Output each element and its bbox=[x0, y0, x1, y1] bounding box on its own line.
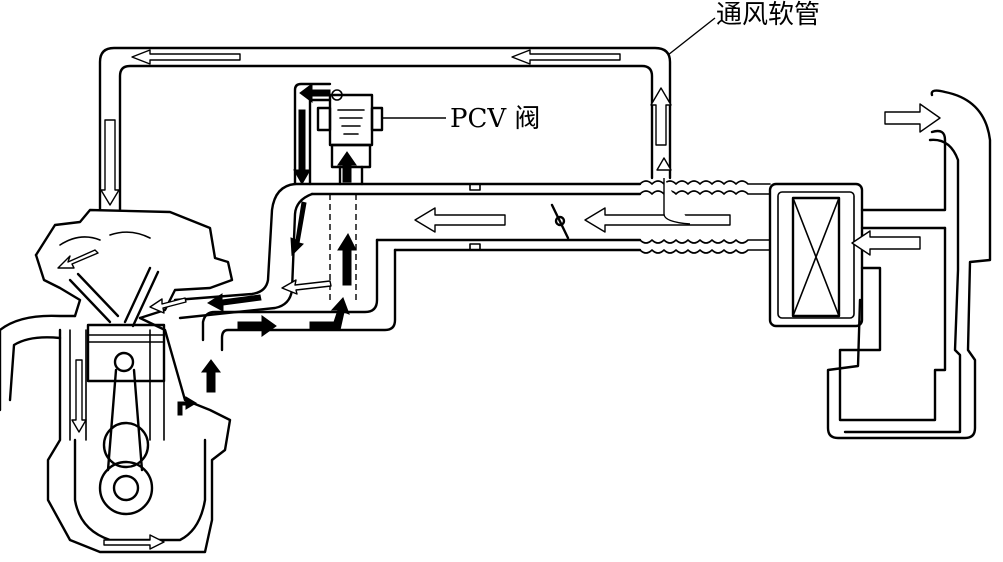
intake-manifold bbox=[173, 182, 642, 352]
fresh-air-arrow bbox=[650, 87, 672, 146]
blowby-arrow bbox=[237, 315, 277, 337]
blowby-arrow bbox=[299, 83, 331, 103]
fresh-air-arrow bbox=[851, 230, 921, 256]
blowby-arrow bbox=[309, 297, 350, 331]
air-cleaner bbox=[768, 129, 947, 422]
blowby-arrow bbox=[177, 396, 197, 416]
fresh-air-arrow bbox=[656, 157, 672, 171]
throttle-valve bbox=[550, 203, 570, 240]
fresh-air-arrow bbox=[511, 49, 621, 65]
cylinder-head bbox=[34, 208, 234, 328]
breather-hose bbox=[98, 46, 672, 212]
fresh-air-arrow bbox=[884, 103, 941, 133]
breather-hose-label: 通风软管 bbox=[716, 0, 821, 30]
pcv-valve bbox=[293, 82, 384, 186]
corrugated-boot bbox=[639, 180, 771, 254]
fresh-air-arrow bbox=[131, 49, 241, 65]
blowby-arrow bbox=[337, 232, 357, 286]
engine-block bbox=[0, 314, 232, 554]
blowby-arrow bbox=[207, 293, 262, 312]
blowby-arrow bbox=[201, 359, 221, 393]
breather-hose-leader bbox=[667, 17, 716, 56]
fresh-air-arrow bbox=[281, 279, 332, 295]
blowby-gas-arrows bbox=[177, 83, 357, 416]
fresh-air-arrow bbox=[71, 359, 87, 433]
fresh-air-arrow bbox=[100, 119, 120, 206]
fresh-air-arrow bbox=[149, 297, 187, 314]
blowby-arrow bbox=[290, 201, 307, 257]
blowby-arrow bbox=[337, 151, 357, 183]
fresh-air-arrows bbox=[57, 49, 941, 550]
piston bbox=[86, 323, 166, 472]
fresh-air-arrow bbox=[663, 178, 691, 225]
pcv-valve-label: PCV 阀 bbox=[450, 104, 541, 134]
blowby-arrow bbox=[293, 109, 311, 186]
fresh-air-arrow bbox=[584, 207, 731, 233]
fresh-air-arrow bbox=[103, 534, 165, 550]
crankshaft bbox=[98, 421, 154, 516]
fresh-air-arrow bbox=[57, 249, 99, 269]
air-intake-duct bbox=[826, 89, 992, 440]
fresh-air-arrow bbox=[414, 207, 506, 233]
